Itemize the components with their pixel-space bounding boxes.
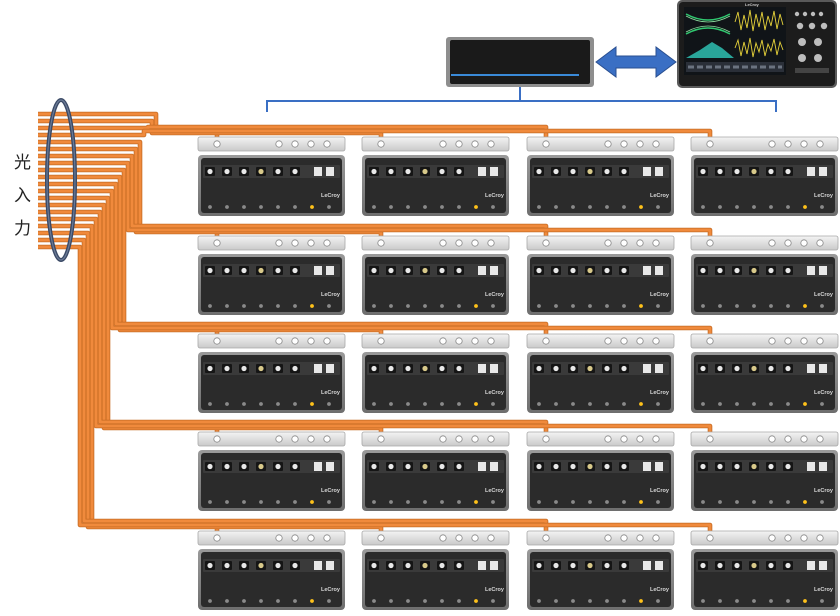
module-brand: LeCroy: [814, 390, 834, 396]
optical-port: [542, 140, 550, 148]
receiver-module: LeCroy: [690, 235, 839, 315]
receiver-module: LeCroy: [526, 431, 675, 511]
fiber-outline: [38, 223, 220, 539]
module-brand: LeCroy: [321, 488, 341, 494]
module-brand: LeCroy: [485, 390, 505, 396]
module-brand: LeCroy: [650, 390, 670, 396]
module-brand: LeCroy: [650, 488, 670, 494]
optical-input-label-char-3: 力: [14, 219, 31, 239]
module-brand: LeCroy: [485, 488, 505, 494]
optical-port: [213, 534, 221, 542]
optical-port: [542, 239, 550, 247]
optical-port: [213, 337, 221, 345]
receiver-module: LeCroy: [361, 136, 510, 216]
optical-fiber: [38, 129, 712, 145]
optical-fiber: [38, 224, 219, 539]
receiver-module: LeCroy: [361, 235, 510, 315]
optical-port: [706, 337, 714, 345]
optical-input-label-char-2: 入: [14, 186, 31, 206]
module-brand: LeCroy: [321, 390, 341, 396]
module-brand: LeCroy: [650, 193, 670, 199]
receiver-module: LeCroy: [526, 333, 675, 413]
module-brand: LeCroy: [814, 193, 834, 199]
receiver-module: LeCroy: [690, 530, 839, 610]
module-brand: LeCroy: [321, 193, 341, 199]
module-brand: LeCroy: [650, 292, 670, 298]
receiver-module: LeCroy: [526, 235, 675, 315]
optical-input-label-char-1: 光: [14, 153, 31, 173]
receiver-module: LeCroy: [197, 431, 346, 511]
module-brand: LeCroy: [485, 292, 505, 298]
module-brand: LeCroy: [485, 587, 505, 593]
optical-fiber: [38, 245, 712, 539]
optical-port: [213, 140, 221, 148]
receiver-module: LeCroy: [197, 136, 346, 216]
optical-fiber: [38, 189, 712, 342]
optical-port: [542, 435, 550, 443]
module-brand: LeCroy: [321, 292, 341, 298]
module-brand: LeCroy: [814, 488, 834, 494]
optical-port: [377, 337, 385, 345]
optical-port: [377, 534, 385, 542]
oscilloscope: LeCroy: [677, 0, 837, 88]
optical-port: [542, 337, 550, 345]
module-brand: LeCroy: [650, 587, 670, 593]
module-brand: LeCroy: [321, 587, 341, 593]
receiver-module: LeCroy: [690, 431, 839, 511]
optical-port: [377, 140, 385, 148]
link-arrow: [595, 46, 677, 78]
receiver-module: LeCroy: [361, 333, 510, 413]
module-brand: LeCroy: [814, 587, 834, 593]
optical-port: [706, 534, 714, 542]
receiver-module: LeCroy: [197, 333, 346, 413]
receiver-module: LeCroy: [526, 530, 675, 610]
oscilloscope-brand: LeCroy: [745, 2, 760, 7]
optical-port: [542, 534, 550, 542]
control-unit: [446, 37, 594, 87]
optical-port: [213, 435, 221, 443]
receiver-module: LeCroy: [526, 136, 675, 216]
module-brand: LeCroy: [485, 193, 505, 199]
optical-port: [377, 239, 385, 247]
receiver-module: LeCroy: [197, 530, 346, 610]
optical-fiber: [38, 217, 712, 440]
receiver-module: LeCroy: [361, 431, 510, 511]
optical-port: [706, 435, 714, 443]
optical-port: [213, 239, 221, 247]
optical-port: [706, 140, 714, 148]
module-brand: LeCroy: [814, 292, 834, 298]
receiver-module: LeCroy: [361, 530, 510, 610]
fiber-bundle-ring: [45, 98, 77, 262]
receiver-module: LeCroy: [690, 136, 839, 216]
receiver-module: LeCroy: [690, 333, 839, 413]
receiver-module: LeCroy: [197, 235, 346, 315]
optical-port: [706, 239, 714, 247]
control-bus: [266, 87, 777, 112]
optical-fiber: [38, 161, 712, 244]
optical-port: [377, 435, 385, 443]
